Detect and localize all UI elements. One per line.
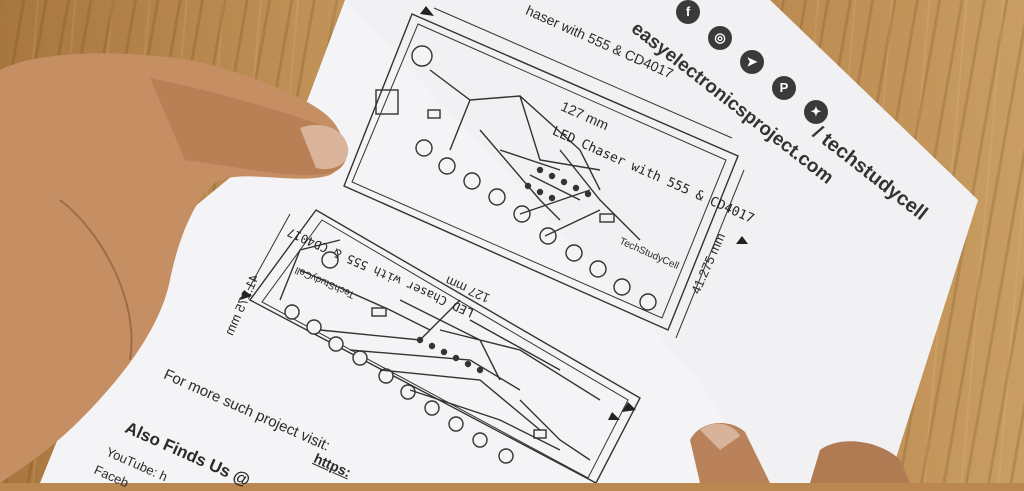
- pcb-layout-bottom: [247, 209, 641, 483]
- pinterest-icon: P: [772, 76, 796, 100]
- left-hand: [0, 53, 349, 483]
- instagram-icon: ◎: [708, 26, 732, 50]
- twitter-icon: ✦: [804, 100, 828, 124]
- telegram-icon: ➤: [740, 50, 764, 74]
- pcb-layout-top: [343, 7, 745, 339]
- right-hand: [690, 422, 910, 483]
- facebook-icon: f: [676, 0, 700, 24]
